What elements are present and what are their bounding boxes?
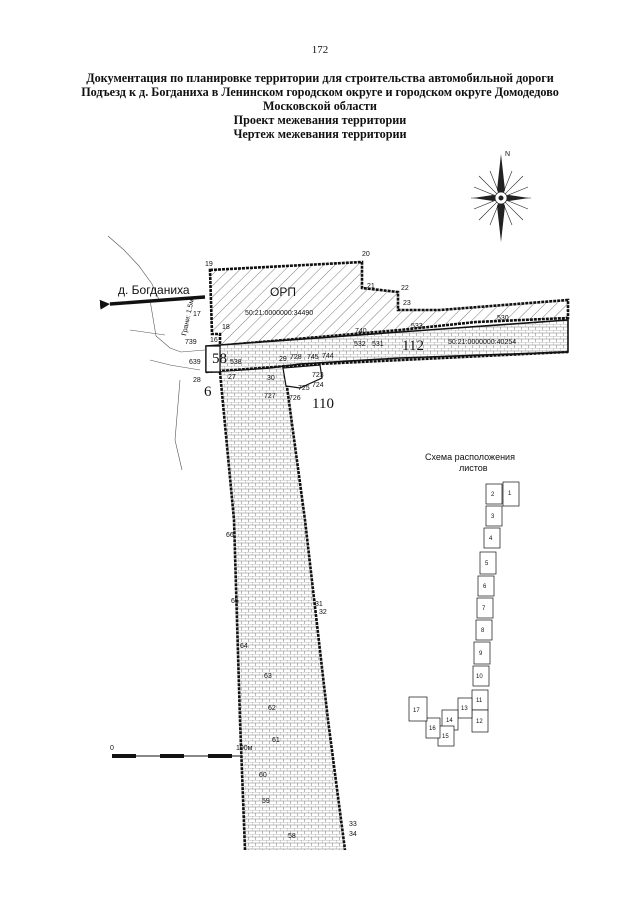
svg-text:1: 1 — [508, 491, 512, 497]
svg-text:31: 31 — [315, 601, 323, 608]
cadastral-1: 50:21:0000000:34490 — [245, 310, 313, 317]
svg-text:13: 13 — [461, 706, 468, 712]
svg-text:744: 744 — [322, 353, 334, 360]
cadastral-2: 50:21:0000000:40254 — [448, 339, 516, 346]
compass-north-label: N — [505, 151, 510, 158]
svg-text:10: 10 — [476, 674, 483, 680]
svg-text:723: 723 — [312, 372, 324, 379]
svg-text:533: 533 — [411, 323, 423, 330]
svg-text:28: 28 — [193, 377, 201, 384]
svg-text:62: 62 — [268, 705, 276, 712]
svg-text:531: 531 — [372, 341, 384, 348]
scale-start: 0 — [110, 745, 114, 752]
svg-text:Схема расположения: Схема расположения — [425, 452, 515, 462]
title-line-3: Московской области — [263, 99, 377, 113]
title-line-2: Подъезд к д. Богданиха в Ленинском город… — [81, 85, 559, 99]
svg-text:листов: листов — [459, 463, 488, 473]
title-line-5: Чертеж межевания территории — [233, 127, 407, 141]
parcel-58-area — [205, 345, 221, 373]
scale-end: 100м — [236, 745, 253, 752]
svg-text:739: 739 — [185, 339, 197, 346]
svg-text:29: 29 — [279, 356, 287, 363]
title-line-4: Проект межевания территории — [233, 113, 407, 127]
svg-text:14: 14 — [446, 718, 453, 724]
svg-text:725: 725 — [298, 385, 310, 392]
svg-text:538: 538 — [230, 359, 242, 366]
svg-text:728: 728 — [290, 354, 302, 361]
svg-text:724: 724 — [312, 382, 324, 389]
svg-text:7: 7 — [482, 606, 486, 612]
svg-text:18: 18 — [222, 324, 230, 331]
parcel-110: 110 — [312, 396, 334, 412]
svg-text:66: 66 — [226, 532, 234, 539]
page-number: 172 — [311, 44, 329, 56]
compass-rose: N — [471, 151, 531, 242]
svg-text:3: 3 — [491, 514, 495, 520]
svg-text:19: 19 — [205, 261, 213, 268]
svg-text:5: 5 — [485, 561, 489, 567]
svg-text:30: 30 — [267, 375, 275, 382]
document-title: Документация по планировке территории дл… — [0, 71, 640, 141]
road-vertical — [220, 368, 345, 850]
svg-text:740: 740 — [355, 328, 367, 335]
svg-text:27: 27 — [228, 374, 236, 381]
svg-text:11: 11 — [476, 698, 483, 704]
title-line-1: Документация по планировке территории дл… — [86, 71, 554, 85]
svg-text:12: 12 — [476, 719, 483, 725]
svg-text:23: 23 — [403, 300, 411, 307]
direction-arrow — [99, 295, 206, 310]
svg-text:58: 58 — [288, 833, 296, 840]
scale-bar: 0 100м — [110, 745, 253, 758]
svg-text:63: 63 — [264, 673, 272, 680]
svg-text:530: 530 — [497, 315, 509, 322]
svg-text:21: 21 — [367, 283, 375, 290]
svg-text:745: 745 — [307, 354, 319, 361]
direction-label: д. Богданиха — [118, 283, 190, 297]
svg-text:32: 32 — [319, 609, 327, 616]
svg-text:59: 59 — [262, 798, 270, 805]
parcel-110-area — [282, 364, 323, 389]
svg-text:727: 727 — [264, 393, 276, 400]
zone-label: ОРП — [270, 285, 296, 299]
svg-text:61: 61 — [272, 737, 280, 744]
svg-text:17: 17 — [413, 708, 420, 714]
svg-text:60: 60 — [259, 772, 267, 779]
svg-text:726: 726 — [289, 395, 301, 402]
svg-text:34: 34 — [349, 831, 357, 838]
svg-text:15: 15 — [442, 734, 449, 740]
parcel-112: 112 — [402, 338, 424, 354]
parcel-6: 6 — [204, 384, 212, 400]
background-boundaries — [107, 235, 206, 471]
svg-text:33: 33 — [349, 821, 357, 828]
svg-text:65: 65 — [231, 598, 239, 605]
svg-text:64: 64 — [240, 643, 248, 650]
svg-text:16: 16 — [210, 337, 218, 344]
svg-text:6: 6 — [483, 584, 487, 590]
orp-zone — [208, 260, 570, 348]
svg-text:16: 16 — [429, 726, 436, 732]
svg-text:22: 22 — [401, 285, 409, 292]
svg-text:4: 4 — [489, 536, 493, 542]
svg-text:2: 2 — [491, 492, 495, 498]
svg-text:17: 17 — [193, 311, 201, 318]
svg-text:639: 639 — [189, 359, 201, 366]
parcel-58: 58 — [212, 351, 227, 367]
sheet-scheme: Схема расположения листов 1 2 3 4 5 6 7 … — [408, 452, 520, 747]
svg-text:20: 20 — [362, 251, 370, 258]
svg-text:532: 532 — [354, 341, 366, 348]
svg-text:8: 8 — [481, 628, 485, 634]
svg-text:9: 9 — [479, 651, 483, 657]
